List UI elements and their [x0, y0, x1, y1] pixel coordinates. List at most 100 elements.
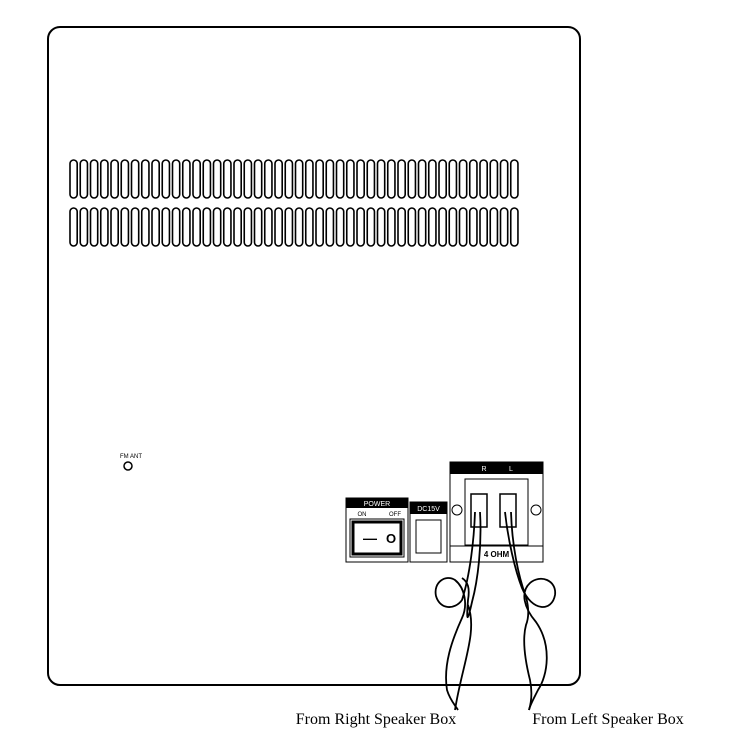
vent-slot [325, 207, 335, 247]
vent-slot [335, 159, 345, 199]
vent-slot [120, 159, 130, 199]
caption-right-speaker: From Right Speaker Box [296, 711, 456, 728]
power-on-label: ON [358, 512, 367, 518]
vent-slot [130, 159, 140, 199]
speaker-left-label: L [509, 466, 513, 473]
vent-slot [397, 159, 406, 199]
vent-slot [448, 159, 458, 199]
vent-slot [130, 207, 140, 247]
vent-slot [212, 207, 222, 247]
vent-slot [427, 159, 437, 199]
vent-slot [407, 159, 417, 199]
vent-slot [69, 207, 78, 247]
vent-slot [345, 159, 355, 199]
dc-input-module: DC15V [409, 501, 448, 563]
fm-antenna-jack[interactable]: FM ANT [120, 454, 142, 471]
vent-slot [110, 159, 119, 199]
vent-slot [140, 207, 150, 247]
vent-slot [274, 159, 283, 199]
vent-slot [479, 207, 488, 247]
vent-slot [458, 207, 468, 247]
vent-slot [79, 207, 89, 247]
vent-slot [438, 159, 447, 199]
vent-slot [212, 159, 222, 199]
power-on-symbol: — [363, 530, 377, 546]
vent-slot [499, 159, 509, 199]
power-rocker-switch[interactable]: — O [351, 520, 403, 556]
left-speaker-wire [504, 511, 556, 711]
vent-slot [315, 207, 324, 247]
cabinet-back-panel [47, 26, 581, 686]
vent-slot [489, 207, 499, 247]
power-title: POWER [364, 501, 390, 508]
vent-slot [243, 207, 253, 247]
vent-slot [202, 207, 212, 247]
vent-slot [468, 207, 478, 247]
vent-slot [479, 159, 488, 199]
vent-slot [222, 207, 232, 247]
caption-left-speaker: From Left Speaker Box [532, 711, 684, 728]
vent-slot [243, 159, 253, 199]
vent-slot [151, 207, 160, 247]
vent-slot [192, 207, 201, 247]
vent-slot [417, 159, 427, 199]
vent-slot [181, 159, 191, 199]
mounting-screw-right-icon [530, 504, 542, 516]
vent-slot [397, 207, 406, 247]
vent-slot [448, 207, 458, 247]
vent-slot [468, 159, 478, 199]
vent-slot [345, 207, 355, 247]
vent-slot [263, 159, 273, 199]
vent-slot [89, 207, 99, 247]
vent-slot [171, 207, 181, 247]
vent-slot [69, 159, 78, 199]
power-switch-module: POWER ON OFF — O [345, 497, 409, 563]
vent-slot [509, 159, 519, 199]
vent-slot [294, 159, 304, 199]
vent-slot [376, 207, 386, 247]
vent-slot [253, 159, 263, 199]
vent-slot [99, 207, 109, 247]
vent-slot [386, 159, 396, 199]
vent-slot [356, 159, 365, 199]
vent-slot [110, 207, 119, 247]
vent-slot [499, 207, 509, 247]
speaker-right-label: R [481, 466, 486, 473]
vent-slot [356, 207, 365, 247]
speaker-right-clip[interactable] [470, 493, 488, 528]
right-speaker-wire [434, 511, 482, 711]
vent-slot [386, 207, 396, 247]
vent-slot [140, 159, 150, 199]
power-off-label: OFF [389, 512, 401, 518]
vent-slot [325, 159, 335, 199]
vent-slot [253, 207, 263, 247]
vent-slot [366, 207, 376, 247]
fm-antenna-label: FM ANT [120, 454, 142, 460]
vent-slot [417, 207, 427, 247]
vent-slot [284, 207, 294, 247]
vent-slot [99, 159, 109, 199]
vent-slot [120, 207, 130, 247]
vent-slot [181, 207, 191, 247]
vent-slot [438, 207, 447, 247]
fm-antenna-socket-icon [123, 461, 133, 471]
vent-slot [489, 159, 499, 199]
ventilation-slots [69, 159, 519, 247]
vent-slot [79, 159, 89, 199]
vent-slot [509, 207, 519, 247]
vent-slot [233, 207, 242, 247]
vent-slot [376, 159, 386, 199]
dc-input-socket[interactable] [415, 519, 442, 554]
vent-slot [192, 159, 201, 199]
vent-slot [458, 159, 468, 199]
vent-slot [233, 159, 242, 199]
vent-slot [202, 159, 212, 199]
vent-slot [366, 159, 376, 199]
power-off-symbol: O [386, 531, 396, 546]
vent-slot [161, 207, 171, 247]
speaker-left-clip[interactable] [499, 493, 517, 528]
speaker-terminal-module: R L 4 OHM [449, 461, 544, 563]
speaker-impedance-label: 4 OHM [484, 550, 510, 559]
vent-slot [304, 207, 314, 247]
